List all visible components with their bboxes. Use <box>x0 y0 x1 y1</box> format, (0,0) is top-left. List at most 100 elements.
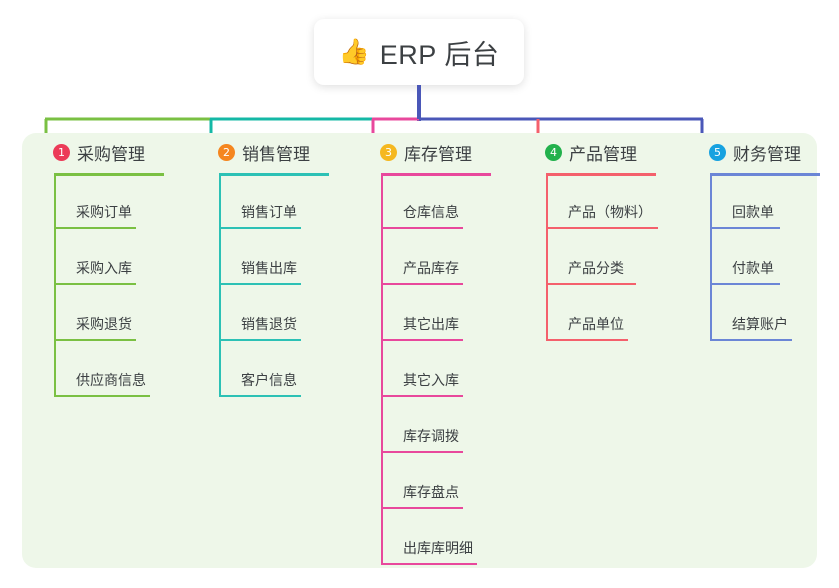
root-node-content: 👍 ERP 后台 <box>339 33 500 72</box>
leaf-item[interactable]: 其它出库 <box>381 288 491 344</box>
leaf-item-underline <box>54 283 136 285</box>
leaf-item[interactable]: 其它入库 <box>381 344 491 400</box>
leaf-item-label: 库存盘点 <box>403 484 459 500</box>
leaf-item[interactable]: 回款单 <box>710 176 820 232</box>
column-title: 财务管理 <box>733 144 801 164</box>
column-header-3[interactable]: 3 库存管理 <box>365 140 491 164</box>
column-3: 3 库存管理仓库信息产品库存其它出库其它入库库存调拨库存盘点出库库明细 <box>365 140 491 568</box>
leaf-item-underline <box>710 339 792 341</box>
column-items: 产品（物料） 产品分类产品单位 <box>546 176 658 344</box>
column-title: 库存管理 <box>404 144 472 164</box>
leaf-item[interactable]: 销售订单 <box>219 176 329 232</box>
column-items: 采购订单采购入库采购退货供应商信息 <box>54 176 164 400</box>
column-items: 销售订单销售出库销售退货客户信息 <box>219 176 329 400</box>
leaf-item-underline <box>381 507 463 509</box>
leaf-item-underline <box>219 283 301 285</box>
column-spine <box>710 176 712 341</box>
root-node[interactable]: 👍 ERP 后台 <box>314 19 524 85</box>
leaf-item[interactable]: 供应商信息 <box>54 344 164 400</box>
column-items: 回款单付款单结算账户 <box>710 176 820 344</box>
column-title: 采购管理 <box>77 144 145 164</box>
leaf-item-label: 客户信息 <box>241 372 297 388</box>
column-5: 5 财务管理回款单付款单结算账户 <box>694 140 820 344</box>
leaf-item-label: 结算账户 <box>732 316 788 332</box>
leaf-item-label: 销售退货 <box>241 316 297 332</box>
leaf-item[interactable]: 付款单 <box>710 232 820 288</box>
leaf-item[interactable]: 出库库明细 <box>381 512 491 568</box>
column-number-badge: 5 <box>709 143 726 161</box>
leaf-item[interactable]: 产品分类 <box>546 232 656 288</box>
leaf-item[interactable]: 结算账户 <box>710 288 820 344</box>
column-header-underline <box>381 173 491 176</box>
leaf-item-underline <box>546 227 658 229</box>
leaf-item-underline <box>219 339 301 341</box>
leaf-item[interactable]: 库存调拨 <box>381 400 491 456</box>
column-items: 仓库信息产品库存其它出库其它入库库存调拨库存盘点出库库明细 <box>381 176 491 568</box>
leaf-item-underline <box>710 227 780 229</box>
column-title: 产品管理 <box>569 144 637 164</box>
leaf-item-label: 产品（物料） <box>568 204 652 220</box>
leaf-item[interactable]: 采购入库 <box>54 232 164 288</box>
leaf-item-underline <box>219 395 301 397</box>
leaf-item-underline <box>381 227 463 229</box>
leaf-item-label: 产品单位 <box>568 316 624 332</box>
leaf-item-label: 其它入库 <box>403 372 459 388</box>
leaf-item-underline <box>710 283 780 285</box>
leaf-item-underline <box>381 451 463 453</box>
leaf-item-label: 采购订单 <box>76 204 132 220</box>
leaf-item-underline <box>54 395 150 397</box>
diagram-panel <box>22 133 817 568</box>
column-1: 1 采购管理采购订单采购入库采购退货供应商信息 <box>38 140 164 400</box>
leaf-item-label: 付款单 <box>732 260 774 276</box>
leaf-item-label: 采购退货 <box>76 316 132 332</box>
column-spine <box>54 176 56 397</box>
leaf-item-underline <box>381 283 463 285</box>
leaf-item[interactable]: 销售出库 <box>219 232 329 288</box>
leaf-item-underline <box>546 283 636 285</box>
leaf-item[interactable]: 采购退货 <box>54 288 164 344</box>
leaf-item[interactable]: 库存盘点 <box>381 456 491 512</box>
leaf-item-underline <box>219 227 301 229</box>
leaf-item-underline <box>381 339 463 341</box>
leaf-item-label: 采购入库 <box>76 260 132 276</box>
column-spine <box>381 176 383 565</box>
column-title: 销售管理 <box>242 144 310 164</box>
leaf-item[interactable]: 销售退货 <box>219 288 329 344</box>
leaf-item[interactable]: 客户信息 <box>219 344 329 400</box>
column-2: 2 销售管理销售订单销售出库销售退货客户信息 <box>203 140 329 400</box>
column-number-badge: 3 <box>380 143 397 161</box>
leaf-item-label: 出库库明细 <box>403 540 473 556</box>
column-number-badge: 1 <box>53 143 70 161</box>
leaf-item-label: 供应商信息 <box>76 372 146 388</box>
leaf-item-label: 产品分类 <box>568 260 624 276</box>
leaf-item-underline <box>381 563 477 565</box>
leaf-item-label: 仓库信息 <box>403 204 459 220</box>
leaf-item[interactable]: 采购订单 <box>54 176 164 232</box>
column-number-badge: 2 <box>218 143 235 161</box>
leaf-item-label: 库存调拨 <box>403 428 459 444</box>
leaf-item[interactable]: 仓库信息 <box>381 176 491 232</box>
leaf-item-label: 销售订单 <box>241 204 297 220</box>
leaf-item-label: 销售出库 <box>241 260 297 276</box>
leaf-item[interactable]: 产品（物料） <box>546 176 658 232</box>
column-header-underline <box>219 173 329 176</box>
leaf-item-label: 回款单 <box>732 204 774 220</box>
leaf-item-underline <box>546 339 628 341</box>
leaf-item[interactable]: 产品库存 <box>381 232 491 288</box>
leaf-item-underline <box>381 395 463 397</box>
column-spine <box>546 176 548 341</box>
column-header-1[interactable]: 1 采购管理 <box>38 140 164 164</box>
column-header-underline <box>54 173 164 176</box>
column-header-2[interactable]: 2 销售管理 <box>203 140 329 164</box>
root-title: ERP 后台 <box>379 39 500 70</box>
leaf-item[interactable]: 产品单位 <box>546 288 656 344</box>
leaf-item-label: 产品库存 <box>403 260 459 276</box>
leaf-item-label: 其它出库 <box>403 316 459 332</box>
column-spine <box>219 176 221 397</box>
leaf-item-underline <box>54 339 136 341</box>
column-header-underline <box>710 173 820 176</box>
column-header-5[interactable]: 5 财务管理 <box>694 140 820 164</box>
thumbs-up-icon: 👍 <box>338 37 370 66</box>
